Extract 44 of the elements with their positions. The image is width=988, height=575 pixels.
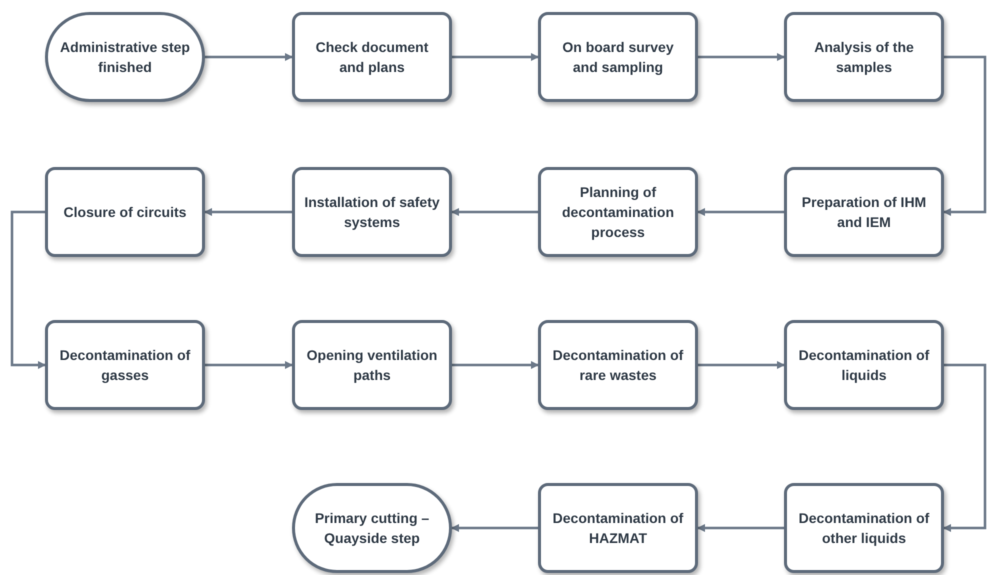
- process-box: [292, 167, 452, 257]
- process-box: [538, 320, 698, 410]
- step-label: Opening ventilation paths: [306, 346, 438, 385]
- step-label: Administrative step finished: [59, 38, 191, 77]
- process-box: [784, 320, 944, 410]
- terminal-box: [45, 12, 205, 102]
- step-label: Decontamination of other liquids: [798, 509, 930, 548]
- process-box: [538, 483, 698, 573]
- step-label: Decontamination of rare wastes: [552, 346, 684, 385]
- step-label: Decontamination of gasses: [58, 346, 192, 385]
- process-box: [292, 320, 452, 410]
- step-label: Primary cutting – Quayside step: [314, 509, 430, 548]
- arrow: [10, 210, 46, 369]
- process-box: [292, 12, 452, 102]
- step-label: Decontamination of liquids: [798, 346, 930, 385]
- arrow: [697, 524, 784, 532]
- process-box: [45, 320, 205, 410]
- process-box: [784, 167, 944, 257]
- arrow: [943, 56, 986, 216]
- process-box: [538, 167, 698, 257]
- step-label: Check document and plans: [314, 38, 430, 77]
- step-label: Analysis of the samples: [813, 38, 915, 77]
- arrow: [452, 361, 539, 369]
- process-box: [45, 167, 205, 257]
- arrow: [205, 361, 293, 369]
- arrow: [697, 208, 784, 216]
- arrow: [452, 53, 539, 61]
- step-label: Closure of circuits: [64, 203, 186, 222]
- step-label: Preparation of IHM and IEM: [800, 193, 928, 232]
- arrow: [204, 208, 292, 216]
- step-label: Decontamination of HAZMAT: [552, 509, 684, 548]
- process-box: [784, 12, 944, 102]
- arrow: [451, 524, 538, 532]
- arrow: [698, 53, 785, 61]
- step-label: Installation of safety systems: [303, 193, 441, 232]
- arrow: [451, 208, 538, 216]
- arrow: [205, 53, 293, 61]
- process-box: [538, 12, 698, 102]
- step-label: Planning of decontamination process: [560, 183, 675, 242]
- terminal-box: [292, 483, 452, 573]
- arrow: [698, 361, 785, 369]
- process-box: [784, 483, 944, 573]
- arrow: [943, 364, 986, 532]
- step-label: On board survey and sampling: [561, 38, 675, 77]
